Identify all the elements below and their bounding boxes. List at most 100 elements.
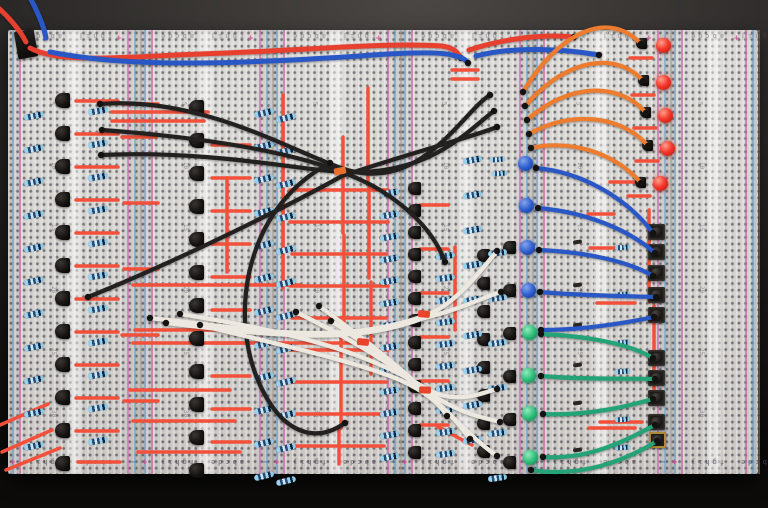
rail-minus-label: − (522, 456, 528, 466)
row-number-label: 5 (48, 101, 56, 106)
column-letters-label: fghij (340, 32, 377, 40)
column-letters-label: abcde (418, 32, 455, 40)
row-number-label: 20 (576, 285, 584, 294)
column-letters-label: abcde (468, 458, 505, 466)
row-number-label: 30 (313, 409, 321, 418)
rail-plus-label: + (248, 32, 254, 42)
row-number-label: 25 (576, 347, 584, 356)
power-rail-line (657, 30, 659, 474)
row-number-label: 15 (576, 223, 584, 232)
column-letters-label: fghij (158, 458, 195, 466)
column-letters-label: fghij (76, 32, 113, 40)
rail-plus-label: + (142, 456, 148, 466)
column-letters-label: fghij (550, 458, 587, 466)
row-number-label: 30 (576, 409, 584, 418)
power-rail-line (664, 30, 666, 474)
row-number-label: 20 (442, 285, 450, 294)
column-letters-label: abcde (158, 32, 195, 40)
row-number-label: 20 (50, 285, 58, 294)
power-rail-line (681, 30, 683, 474)
rail-minus-label: − (262, 456, 268, 466)
power-rail-line (404, 30, 406, 474)
resistor (275, 475, 297, 487)
power-rail-line (519, 30, 521, 474)
row-number-label: 30 (50, 409, 58, 418)
panel-center-channel (329, 30, 343, 474)
column-letters-label: abcde (208, 458, 245, 466)
power-rail-line (12, 30, 14, 474)
panel-center-channel (707, 30, 721, 474)
rail-plus-label: + (672, 456, 678, 466)
rail-minus-label: − (660, 456, 666, 466)
rail-plus-label: + (402, 456, 408, 466)
row-number-label: 5 (440, 101, 448, 106)
row-number-label: 15 (313, 223, 321, 232)
panel-center-channel (199, 30, 213, 474)
power-rail-line (752, 30, 754, 474)
rail-plus-label: + (508, 32, 514, 42)
column-letters-label: fghij (418, 458, 455, 466)
power-rail-line (144, 30, 146, 474)
panel-center-channel (67, 30, 81, 474)
power-rail-line (259, 30, 261, 474)
row-number-label: 15 (50, 223, 58, 232)
power-rail-line (394, 30, 396, 474)
row-number-label: 5 (311, 101, 319, 106)
row-number-label: 30 (442, 409, 450, 418)
row-number-label: 30 (182, 409, 190, 418)
row-number-label: 25 (182, 347, 190, 356)
power-rail-line (283, 30, 285, 474)
rail-minus-label: − (390, 456, 396, 466)
power-rail-line (276, 30, 278, 474)
resistor (487, 473, 507, 483)
power-rail-line (127, 30, 129, 474)
column-letters-label: fghij (290, 458, 327, 466)
column-letters-label: fghij (600, 32, 637, 40)
power-rail-line (536, 30, 538, 474)
power-rail-line (387, 30, 389, 474)
row-number-label: 10 (698, 161, 706, 170)
power-rail-line (674, 30, 676, 474)
panel-center-channel (594, 30, 608, 474)
row-number-label: 20 (182, 285, 190, 294)
rail-minus-label: − (748, 456, 754, 466)
column-letters-label: abcde (600, 458, 637, 466)
rail-plus-label: + (534, 456, 540, 466)
column-letters-label: fghij (208, 32, 245, 40)
column-letters-label: fghij (738, 32, 768, 40)
power-rail-line (19, 30, 21, 474)
column-letters-label: abcde (340, 458, 377, 466)
row-number-label: 20 (698, 285, 706, 294)
power-rail-line (543, 30, 545, 474)
row-number-label: 10 (442, 161, 450, 170)
panel-center-channel (459, 30, 473, 474)
column-letters-label: abcde (290, 32, 327, 40)
row-number-label: 25 (698, 347, 706, 356)
row-number-label: 10 (182, 161, 190, 170)
row-number-label: 5 (180, 101, 188, 106)
breadboard-panel: abcde fghij fghij abcde + − +5 10 15 20 25 30 (400, 30, 534, 474)
row-number-label: 10 (313, 161, 321, 170)
column-letters-label: fghij (468, 32, 505, 40)
power-rail-line (134, 30, 136, 474)
row-number-label: 25 (313, 347, 321, 356)
column-letters-label: abcde (550, 32, 587, 40)
rail-plus-label: + (10, 456, 16, 466)
rail-plus-label: + (274, 456, 280, 466)
rail-plus-label: + (646, 32, 652, 42)
column-letters-label: fghij (26, 458, 63, 466)
rail-plus-label: + (376, 32, 382, 42)
column-letters-label: abcde (688, 32, 725, 40)
column-letters-label: abcde (76, 458, 113, 466)
row-number-label: 15 (442, 223, 450, 232)
power-rail-line (526, 30, 528, 474)
row-number-label: 25 (442, 347, 450, 356)
rail-minus-label: − (130, 456, 136, 466)
